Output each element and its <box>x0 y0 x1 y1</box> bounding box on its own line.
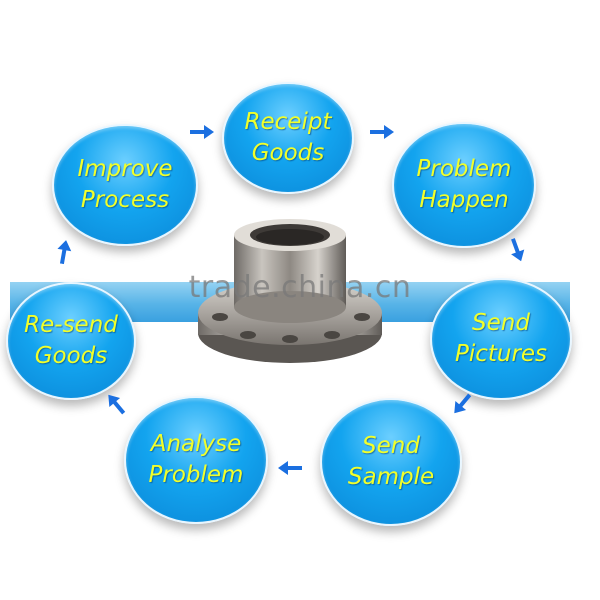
step-analyse-problem: Analyse Problem <box>124 396 268 524</box>
step-send-sample: Send Sample <box>320 398 462 526</box>
arrow-left-icon <box>278 460 302 476</box>
steel-flange-icon <box>190 215 390 379</box>
step-label-line1: Send <box>472 310 530 336</box>
step-label-line1: Improve <box>77 156 173 182</box>
arrow-down-left-icon <box>448 390 476 419</box>
arrow-right-icon <box>370 124 394 140</box>
step-label-line2: Happen <box>419 187 509 213</box>
step-improve-process: Improve Process <box>52 124 198 246</box>
arrow-up-icon <box>54 239 74 265</box>
step-label-line2: Process <box>80 187 170 213</box>
step-label-line2: Pictures <box>454 341 548 367</box>
step-label-line1: Send <box>362 433 420 459</box>
step-label-line1: Problem <box>416 156 512 182</box>
step-label-line1: Re-send <box>24 312 118 338</box>
step-label-line2: Goods <box>34 343 108 369</box>
arrow-down-icon <box>505 236 528 264</box>
watermark-text: trade.china.cn <box>188 270 412 305</box>
step-label-line1: Receipt <box>244 109 332 135</box>
step-problem-happen: Problem Happen <box>392 122 536 248</box>
step-receipt-goods: Receipt Goods <box>222 82 354 194</box>
step-label-line2: Problem <box>148 462 244 488</box>
step-send-pictures: Send Pictures <box>430 278 572 400</box>
arrow-right-icon <box>190 124 214 140</box>
step-label-line2: Goods <box>251 140 325 166</box>
arrow-up-left-icon <box>102 390 130 419</box>
step-re-send-goods: Re-send Goods <box>6 282 136 400</box>
step-label-line2: Sample <box>347 464 435 490</box>
step-label-line1: Analyse <box>150 431 242 457</box>
